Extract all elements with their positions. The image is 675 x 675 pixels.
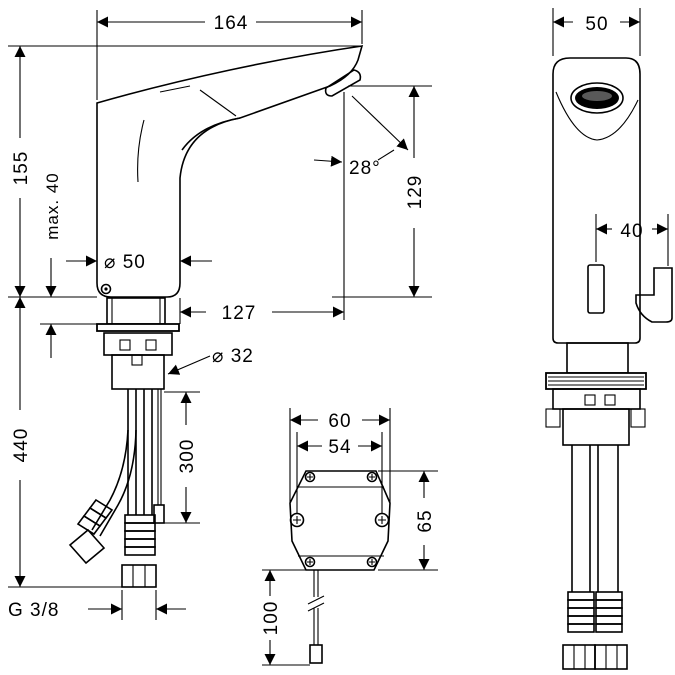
dim-sensor-width: 40 <box>595 214 669 266</box>
mounting-washer <box>106 297 166 325</box>
hole-diameter-label: ⌀ 32 <box>212 346 254 367</box>
mounting-nut <box>103 332 173 356</box>
dim-connection: G 3/8 <box>8 590 186 621</box>
cable-plug <box>153 504 165 524</box>
spout-section-line <box>199 89 237 117</box>
body-highlight-line <box>137 119 145 183</box>
front-view: 50 40 <box>545 8 673 670</box>
dim-box-inner-width: 54 <box>296 432 383 513</box>
front-mounting-nut <box>552 388 641 410</box>
spout-highlight-line <box>159 85 191 93</box>
supply-hose-bent <box>99 429 137 537</box>
front-width-label: 50 <box>585 14 608 35</box>
dim-box-outer-width: 60 <box>289 408 391 503</box>
box-cable-length-label: 100 <box>261 601 282 636</box>
sensor-width-label: 40 <box>620 221 643 242</box>
box-cable-plug <box>309 644 323 664</box>
front-hex-nut-right <box>594 644 628 670</box>
front-supply-hoses <box>571 445 619 592</box>
sensor-window <box>100 283 112 295</box>
faucet-body-outline <box>96 45 364 298</box>
max-deck-label: max. 40 <box>43 172 62 239</box>
dim-total-height: 155 <box>8 45 360 298</box>
box-height-label: 65 <box>415 509 436 532</box>
front-nut-ear <box>545 408 561 428</box>
front-deck-hatching <box>548 376 644 386</box>
front-hose-crimps <box>567 591 623 633</box>
dim-max-deck: max. 40 <box>40 172 97 358</box>
reach-label: 127 <box>222 303 257 324</box>
box-outer-width-label: 60 <box>328 411 351 432</box>
outlet-height-label: 129 <box>405 175 426 210</box>
box-inner-width-label: 54 <box>328 437 351 458</box>
hex-nut-straight <box>121 564 157 588</box>
front-sensor-window <box>587 264 605 314</box>
cable-length-label: 300 <box>177 439 198 474</box>
mounting-bracket <box>111 354 165 390</box>
supply-hose-bent <box>91 429 129 531</box>
hose-crimps <box>76 498 156 556</box>
dim-outlet-height: 129 <box>332 85 432 298</box>
spout-angle-label: 28° <box>349 158 381 179</box>
front-nut-slot <box>604 394 616 406</box>
nut-slot <box>145 339 157 351</box>
break-mark <box>307 602 325 612</box>
front-nut-slot <box>584 394 596 406</box>
aerator <box>324 69 362 97</box>
dim-front-width: 50 <box>552 8 641 56</box>
control-box-outline <box>289 470 391 571</box>
dim-reach: 127 <box>179 298 344 324</box>
nut-slot <box>119 339 131 351</box>
front-body-outline <box>552 57 641 344</box>
front-nut-ear <box>630 408 646 428</box>
break-mark <box>307 595 325 605</box>
box-screws <box>289 471 390 568</box>
front-outlet-aerator <box>575 87 619 109</box>
sensor-dot <box>104 287 108 291</box>
dim-base-diameter: ⌀ 50 <box>66 252 212 273</box>
dim-hole-diameter: ⌀ 32 <box>167 346 254 375</box>
bracket-tab <box>131 354 143 366</box>
below-deck-label: 440 <box>11 428 32 463</box>
total-height-label: 155 <box>11 151 32 186</box>
dim-box-cable-length: 100 <box>261 569 310 666</box>
control-box-view: 60 54 65 100 <box>261 408 438 666</box>
dim-spout-length: 164 <box>96 10 363 100</box>
deck-plate <box>96 323 180 332</box>
front-outlet <box>570 82 624 114</box>
dim-cable-length: 300 <box>164 391 200 524</box>
connection-label: G 3/8 <box>8 600 59 621</box>
front-spout-curve <box>555 91 639 141</box>
side-view: 164 155 max. 40 129 <box>8 10 432 621</box>
spout-bottom-line <box>181 117 241 151</box>
base-diameter-label: ⌀ 50 <box>104 252 146 273</box>
front-hex-nut-left <box>562 644 596 670</box>
dim-box-height: 65 <box>378 470 438 571</box>
spout-length-label: 164 <box>214 13 249 34</box>
front-bracket <box>562 408 630 446</box>
front-base-collar <box>566 342 629 374</box>
dim-below-deck-height: 440 <box>8 297 122 588</box>
front-side-lever <box>635 267 673 323</box>
hex-nut-bent <box>68 528 106 565</box>
dim-spout-angle: 28° <box>313 92 409 320</box>
